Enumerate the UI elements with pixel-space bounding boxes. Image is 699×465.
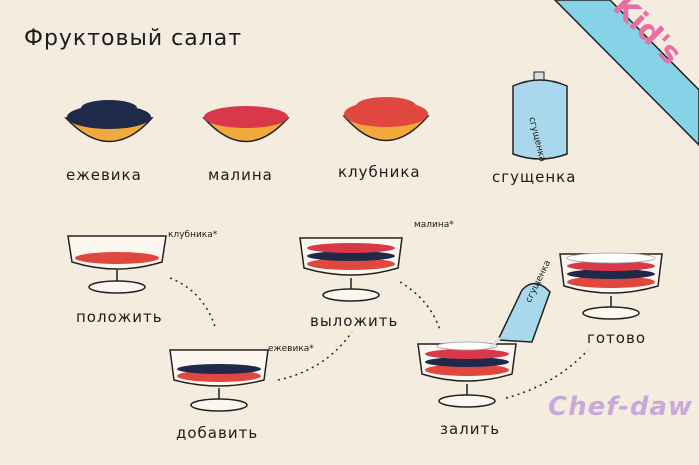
bowl-blackberry: [64, 100, 154, 143]
glass-step-2: [169, 349, 269, 412]
step-1-label: положить: [76, 308, 163, 326]
step-2-label: добавить: [176, 424, 259, 442]
step-2-annotation: ежевика*: [268, 344, 314, 354]
step-3-annotation: малина*: [414, 220, 454, 230]
signature: Chef-daw: [548, 392, 694, 422]
step-4-label: залить: [440, 420, 501, 438]
ingredient-label-3: клубника: [338, 163, 421, 181]
step-arrows: [169, 277, 589, 399]
corner-ribbon: [553, 0, 699, 147]
condensed-milk-can: [512, 71, 568, 160]
page-title: Фруктовый салат: [24, 26, 243, 51]
ingredient-label-4: сгущенка: [492, 168, 577, 186]
glass-step-3: [299, 237, 403, 302]
step-3-label: выложить: [310, 312, 399, 330]
bowl-strawberry: [342, 97, 430, 142]
ingredient-label-2: малина: [208, 166, 273, 184]
bowl-raspberry: [202, 106, 290, 143]
glass-step-5: [559, 252, 663, 320]
step-1-annotation: клубника*: [168, 230, 218, 240]
ingredient-label-1: ежевика: [66, 166, 142, 184]
glass-step-4: [417, 282, 551, 408]
glass-step-1: [67, 235, 167, 294]
step-5-label: готово: [587, 329, 646, 347]
